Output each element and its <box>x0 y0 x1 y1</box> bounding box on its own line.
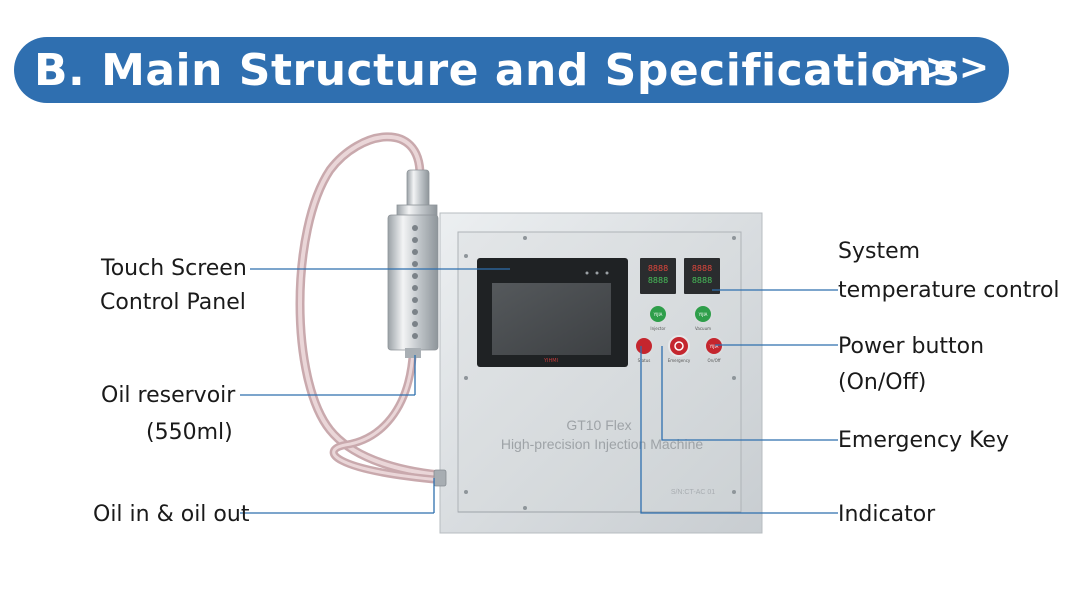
svg-text:8888: 8888 <box>648 276 668 285</box>
label-indicator: Indicator <box>838 502 936 527</box>
svg-text:YIJIA: YIJIA <box>698 312 708 317</box>
label-touch-screen-line2: Control Panel <box>100 290 246 315</box>
svg-text:Status: Status <box>638 358 651 363</box>
label-oil-in-out: Oil in & oil out <box>93 502 250 527</box>
svg-text:Injector: Injector <box>650 326 666 331</box>
label-emergency-key: Emergency Key <box>838 428 1009 453</box>
section-header-banner: B. Main Structure and Specifications >>> <box>14 37 1009 103</box>
svg-text:On/Off: On/Off <box>708 358 721 363</box>
label-power-on-off: (On/Off) <box>838 370 927 395</box>
serial-number: S/N:CT-AC 01 <box>671 489 715 496</box>
machine-description: High-precision Injection Machine <box>501 436 704 452</box>
svg-text:Vacuum: Vacuum <box>695 326 711 331</box>
temperature-controllers: 8888 8888 8888 8888 <box>640 258 720 294</box>
green-buttons: YIJIA Injector YIJIA Vacuum <box>648 304 713 331</box>
section-title: B. Main Structure and Specifications <box>34 44 960 96</box>
svg-text:YIJIA: YIJIA <box>653 312 663 317</box>
label-system: System <box>838 239 921 264</box>
svg-text:8888: 8888 <box>648 264 668 273</box>
label-power-button: Power button <box>838 334 985 359</box>
label-temperature-control: temperature control <box>838 278 1060 303</box>
oil-reservoir <box>387 169 439 358</box>
screen-brand: YIHMI <box>543 358 558 364</box>
chevrons-icon: >>> <box>890 47 993 88</box>
model-name: GT10 Flex <box>566 417 631 433</box>
red-buttons: Status Emergency YIJIA On/Off <box>634 335 724 363</box>
svg-text:8888: 8888 <box>692 276 712 285</box>
label-touch-screen-line1: Touch Screen <box>101 256 247 281</box>
touch-screen: YIHMI <box>477 258 628 367</box>
svg-text:Emergency: Emergency <box>668 358 691 363</box>
label-oil-reservoir-capacity: (550ml) <box>146 420 233 445</box>
svg-text:YIJIA: YIJIA <box>709 344 719 349</box>
hose <box>295 132 445 484</box>
svg-text:8888: 8888 <box>692 264 712 273</box>
leader-lines <box>240 268 838 514</box>
label-oil-reservoir: Oil reservoir <box>101 383 236 408</box>
